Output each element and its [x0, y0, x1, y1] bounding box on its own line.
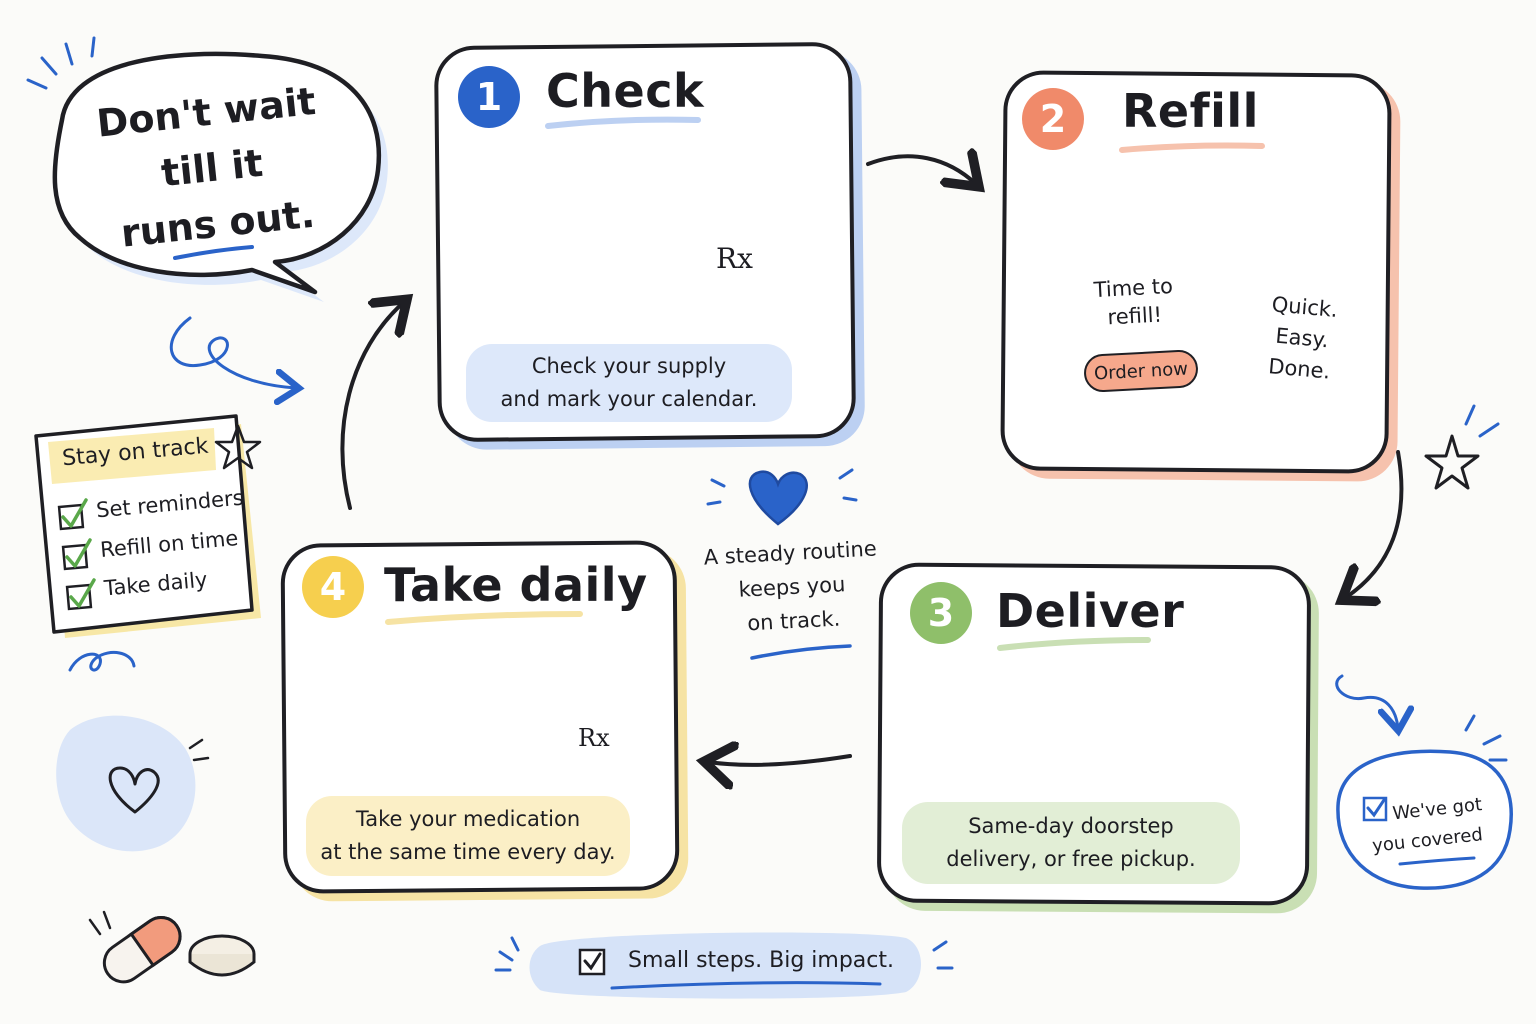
- checklist-card: [34, 414, 262, 638]
- step-title: Take daily: [384, 558, 648, 612]
- phone-message: Time to refill!: [1073, 271, 1196, 333]
- footer-banner-shape: [494, 932, 954, 999]
- rx-label: Rx: [716, 242, 753, 275]
- sparkle-lines: [26, 36, 96, 90]
- flow-arrows: [340, 156, 1404, 765]
- step-title: Check: [546, 64, 705, 118]
- sticky-note-text: Quick. Easy. Done.: [1258, 289, 1346, 389]
- center-heart-icon: [706, 468, 858, 660]
- step-title: Refill: [1122, 84, 1259, 138]
- caption-line: at the same time every day.: [320, 840, 616, 864]
- footer-banner-text: Small steps. Big impact.: [628, 948, 894, 973]
- speech-bubble-text: Don't wait till it runs out.: [84, 72, 340, 264]
- step-number-badge: 3: [910, 582, 972, 644]
- caption-line: Check your supply: [531, 354, 727, 378]
- star-icon-right: [1424, 404, 1500, 490]
- squiggle: [68, 650, 136, 672]
- center-note: A steady routine keeps you on track.: [689, 531, 894, 643]
- order-now-button[interactable]: Order now: [1083, 349, 1199, 393]
- caption-line: delivery, or free pickup.: [946, 847, 1196, 871]
- step-caption: Take your medication at the same time ev…: [306, 796, 630, 876]
- step-number-badge: 4: [302, 556, 364, 618]
- step-caption: Same-day doorstep delivery, or free pick…: [902, 802, 1240, 884]
- speech-bubble: [52, 51, 388, 303]
- caption-line: Take your medication: [355, 807, 581, 831]
- step-title: Deliver: [996, 584, 1185, 638]
- pills-illustration: [88, 910, 256, 984]
- covered-badge-text: We've got you covered: [1363, 790, 1489, 862]
- covered-badge-outline: [1335, 674, 1513, 890]
- rx-label: Rx: [578, 724, 610, 752]
- heart-blob: [56, 715, 210, 852]
- step-number-badge: 1: [458, 66, 520, 128]
- caption-line: Same-day doorstep: [968, 814, 1174, 838]
- order-now-label: Order now: [1093, 358, 1189, 384]
- caption-line: and mark your calendar.: [500, 387, 758, 411]
- step-number-badge: 2: [1022, 88, 1084, 150]
- step-caption: Check your supply and mark your calendar…: [466, 344, 792, 422]
- curly-arrow-left: [169, 316, 296, 388]
